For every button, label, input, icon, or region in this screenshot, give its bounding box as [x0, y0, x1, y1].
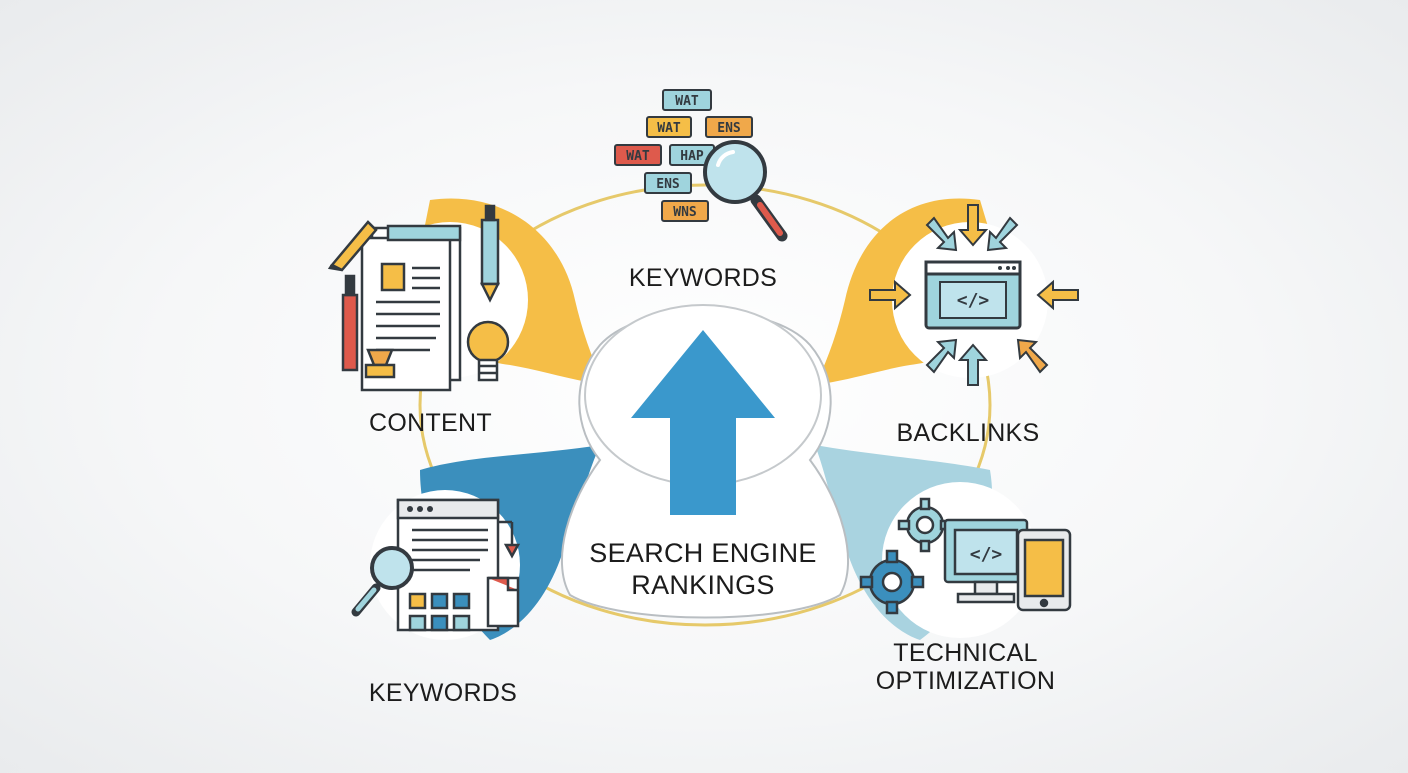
keyword-tag-5: HAP: [680, 149, 704, 164]
keyword-tag-4: WAT: [626, 149, 650, 164]
keyword-tag-7: WNS: [673, 205, 697, 220]
keyword-tag-3: ENS: [717, 121, 741, 136]
gears-devices-icon: </>: [859, 497, 1072, 615]
center-title-line2: RANKINGS: [631, 570, 775, 600]
backlinks-label: BACKLINKS: [896, 419, 1040, 447]
content-label: CONTENT: [369, 409, 492, 437]
technical-label-line1: TECHNICAL: [893, 639, 1038, 667]
technical-label-line2: OPTIMIZATION: [875, 667, 1056, 695]
up-arrow-icon: [631, 330, 775, 515]
keyword-tags-magnifier-icon: WAT WAT ENS WAT HAP ENS WNS: [614, 89, 788, 242]
svg-text:</>: </>: [957, 290, 990, 311]
webpage-search-icon: [351, 498, 521, 632]
svg-text:</>: </>: [970, 544, 1003, 565]
keywords-top-label: KEYWORDS: [628, 264, 778, 292]
keyword-tag-2: WAT: [657, 121, 681, 136]
connecting-ring: [418, 183, 992, 627]
browser-incoming-arrows-icon: </>: [869, 204, 1079, 386]
keyword-tag-6: ENS: [656, 177, 680, 192]
keywords-bottom-label: KEYWORDS: [368, 679, 518, 707]
center-title-line1: SEARCH ENGINE: [589, 538, 817, 568]
document-pen-lightbulb-icon: [327, 204, 510, 392]
keyword-tag-1: WAT: [675, 94, 699, 109]
